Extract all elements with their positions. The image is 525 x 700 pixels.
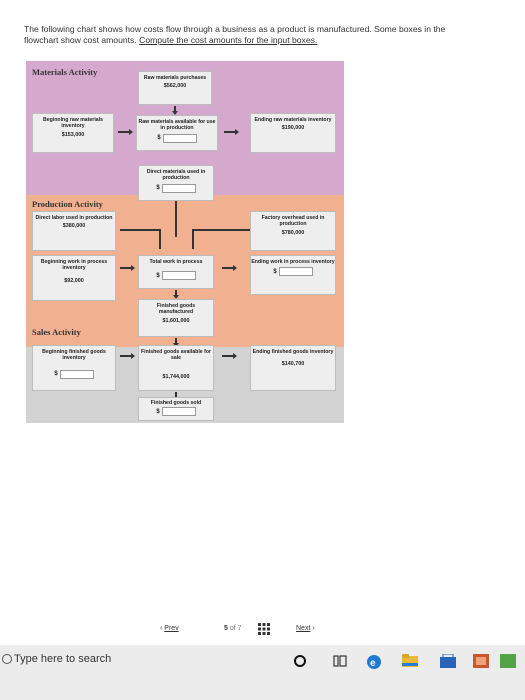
materials-activity-title: Materials Activity	[32, 67, 98, 77]
raw-materials-available-input[interactable]	[162, 133, 197, 143]
taskbar-search-input[interactable]: Type here to search	[14, 653, 112, 665]
svg-text:e: e	[370, 658, 376, 669]
edge-browser-icon[interactable]: e	[366, 654, 381, 669]
file-explorer-icon[interactable]	[402, 654, 418, 668]
arrow-down	[173, 338, 179, 347]
finished-goods-sold-box: Finished goods sold $	[138, 397, 214, 421]
ending-wip-box: Ending work in process inventory $	[250, 255, 336, 295]
search-icon[interactable]	[2, 654, 12, 664]
connector-line	[192, 229, 250, 231]
mail-app-icon[interactable]	[473, 654, 489, 668]
app-icon[interactable]	[500, 654, 516, 668]
arrow-right	[120, 265, 135, 271]
arrow-right	[118, 129, 133, 135]
beginning-finished-goods-box: Beginning finished goods inventory $	[32, 345, 116, 391]
intro-line-2: flowchart show cost amounts. Compute the…	[24, 35, 318, 45]
arrow-right	[222, 353, 237, 359]
beginning-finished-goods-input[interactable]	[59, 369, 94, 379]
page-indicator: 5 of 7	[224, 625, 242, 632]
connector-line	[192, 229, 194, 249]
direct-labor-box: Direct labor used in production $380,000	[32, 211, 116, 251]
raw-materials-available-box: Raw materials available for use in produ…	[136, 115, 218, 151]
prev-button[interactable]: ‹ Prev	[160, 625, 179, 632]
factory-overhead-box: Factory overhead used in production $780…	[250, 211, 336, 251]
direct-materials-input[interactable]	[161, 183, 196, 193]
connector-line	[159, 229, 161, 249]
ending-finished-goods-box: Ending finished goods inventory $140,700	[250, 345, 336, 391]
total-wip-box: Total work in process $	[138, 255, 214, 289]
direct-materials-box: Direct materials used in production $	[138, 165, 214, 201]
chevron-left-icon: ‹	[160, 625, 163, 632]
store-icon[interactable]	[440, 653, 456, 668]
ending-raw-materials-box: Ending raw materials inventory $190,000	[250, 113, 336, 153]
finished-goods-manufactured-box: Finished goods manufactured $1,601,000	[138, 299, 214, 337]
taskbar	[0, 645, 525, 700]
grid-icon[interactable]	[258, 623, 270, 637]
total-wip-input[interactable]	[161, 271, 196, 281]
production-activity-title: Production Activity	[32, 199, 103, 209]
arrow-down	[173, 290, 179, 299]
raw-materials-purchases-box: Raw materials purchases $562,000	[138, 71, 212, 105]
intro-line-1: The following chart shows how costs flow…	[24, 24, 446, 34]
finished-goods-sold-input[interactable]	[161, 407, 196, 417]
arrow-right	[222, 265, 237, 271]
arrow-right	[120, 353, 135, 359]
cortana-icon[interactable]	[293, 654, 307, 668]
connector-line	[175, 201, 177, 237]
next-button[interactable]: Next ›	[296, 625, 315, 632]
arrow-down	[172, 106, 178, 115]
question-text: The following chart shows how costs flow…	[24, 24, 519, 46]
chevron-right-icon: ›	[312, 625, 315, 632]
beginning-raw-materials-box: Beginning raw materials inventory $153,0…	[32, 113, 114, 153]
ending-wip-input[interactable]	[278, 267, 313, 277]
sales-activity-title: Sales Activity	[32, 327, 81, 337]
task-view-icon[interactable]	[333, 654, 347, 668]
connector-line	[120, 229, 160, 231]
beginning-wip-box: Beginning work in process inventory $92,…	[32, 255, 116, 301]
arrow-right	[224, 129, 239, 135]
finished-goods-available-box: Finished goods available for sale $1,744…	[138, 345, 214, 391]
cost-flow-chart: Materials Activity Production Activity S…	[26, 61, 344, 423]
